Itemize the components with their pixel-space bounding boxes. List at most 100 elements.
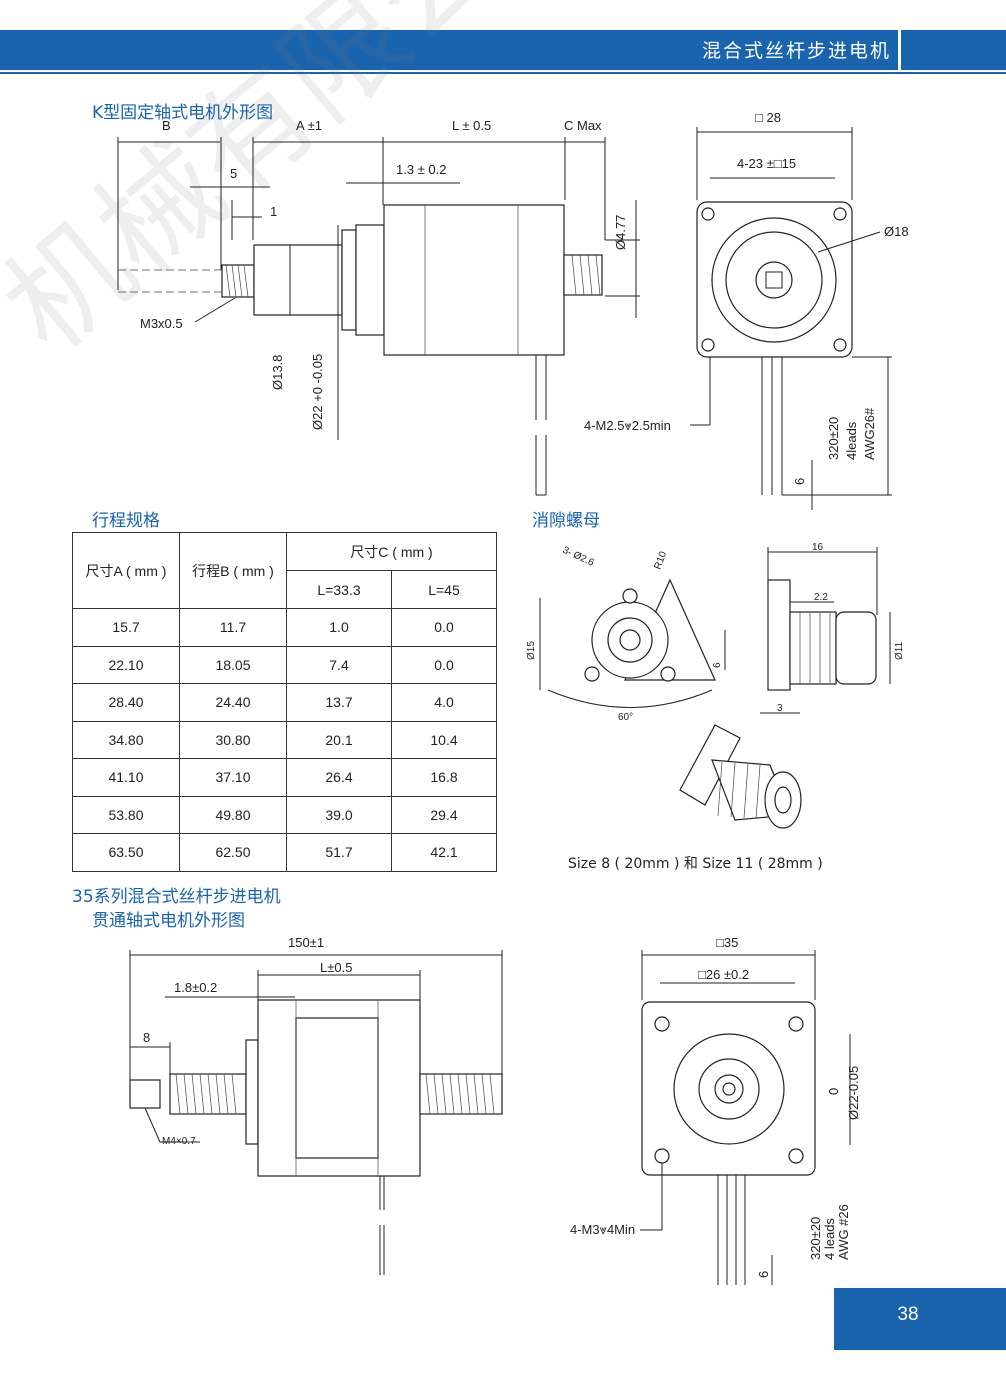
table-cell: 11.7 [179,608,287,647]
table-cell: 20.1 [286,720,392,759]
header-title: 混合式丝杆步进电机 [701,40,891,62]
nut-dim-6: 6 [712,662,723,668]
dim-a: A ±1 [296,118,322,133]
dim-1: 1 [270,204,277,219]
table-cell: 62.50 [179,833,287,872]
k-type-front-view: □ 28 4-23 ±□15 Ø18 4-M2.5⩔2.5min 320±20 … [584,110,909,510]
stroke-spec-table: 尺寸A ( mm ) 行程B ( mm ) 尺寸C ( mm ) L=33.3 … [72,532,497,872]
dim-l: L ± 0.5 [452,118,491,133]
nut-dim-d11: Ø11 [894,641,905,660]
dim-leads-count: 4leads [844,421,859,460]
dim-awg-front: AWG #26 [836,1204,851,1260]
dim-sq15: 4-23 ±□15 [737,156,796,171]
table-cell: 0.0 [391,645,497,684]
table-cell: 13.7 [286,683,392,722]
dim-awg: AWG26# [862,407,877,460]
section-title-stroke-spec: 行程规格 [92,511,160,531]
table-cell: 18.05 [179,645,287,684]
table-cell: 53.80 [72,795,180,834]
nut-dim-r10: R10 [652,550,669,571]
dim-5: 5 [230,166,237,181]
table-cell: 51.7 [286,833,392,872]
dim-sq26: □26 ±0.2 [698,967,749,982]
dim-m2-5: 4-M2.5⩔2.5min [584,418,671,433]
k-type-side-view: B A ±1 L ± 0.5 C Max 5 1 1.3 ± 0.2 Ø4.77… [117,118,640,496]
dim-c: C Max [564,118,602,133]
header-separator [898,30,901,70]
table-cell: 26.4 [286,758,392,797]
page-number: 38 [897,1304,919,1325]
section-title-35-series: 35系列混合式丝杆步进电机 [72,887,281,907]
dim-leads-length-front: 320±20 [808,1217,823,1260]
col-header-c: 尺寸C ( mm ) [286,532,497,571]
nut-side-view: 16 2.2 Ø11 3 [760,542,905,714]
table-cell: 7.4 [286,645,392,684]
dim-6-front: 6 [756,1271,771,1278]
table-cell: 1.0 [286,608,392,647]
page-number-box [834,1288,1006,1350]
col-header-l33: L=33.3 [286,570,392,609]
header-bar [0,30,1006,70]
table-cell: 49.80 [179,795,287,834]
nut-caption: Size 8 ( 20mm ) 和 Size 11 ( 28mm ) [568,856,823,872]
nut-dim-d15: Ø15 [526,641,537,660]
series35-front-view: □35 □26 ±0.2 0 Ø22-0.05 4-M3⩔4Min 6 320±… [570,935,861,1285]
section-title-nut: 消隙螺母 [532,511,600,531]
dim-m4: M4×0.7 [162,1136,196,1147]
table-cell: 41.10 [72,758,180,797]
col-header-l45: L=45 [391,570,497,609]
dim-l-0-5: L±0.5 [320,960,352,975]
nut-dim-3: 3 [777,703,783,714]
table-cell: 29.4 [391,795,497,834]
nut-3d-view [679,724,802,829]
table-cell: 37.10 [179,758,287,797]
dim-6: 6 [792,478,807,485]
dim-8: 8 [143,1030,150,1045]
nut-dim-60: 60° [618,712,633,723]
dim-d22-front: Ø22-0.05 [846,1066,861,1120]
table-cell: 39.0 [286,795,392,834]
dim-leads-count-front: 4 leads [822,1218,837,1260]
dim-b: B [162,118,171,133]
table-cell: 42.1 [391,833,497,872]
table-cell: 10.4 [391,720,497,759]
dim-leads-length: 320±20 [826,417,841,460]
header-underline [0,72,1006,74]
table-cell: 30.80 [179,720,287,759]
nut-dim-2-2: 2.2 [814,592,828,603]
series35-side-view: 150±1 L±0.5 1.8±0.2 8 M4×0.7 [129,935,503,1275]
table-cell: 28.40 [72,683,180,722]
table-cell: 15.7 [72,608,180,647]
table-cell: 0.0 [391,608,497,647]
nut-dim-3-d26: 3- Ø2.6 [561,545,596,569]
dim-1-8: 1.8±0.2 [174,980,217,995]
dim-m3: M3x0.5 [140,316,183,331]
nut-front-view: Ø15 3- Ø2.6 R10 6 60° [526,545,726,723]
dim-d18: Ø18 [884,224,909,239]
col-header-b: 行程B ( mm ) [179,532,287,609]
dim-1-3: 1.3 ± 0.2 [396,162,447,177]
dim-d13-8: Ø13.8 [270,355,285,390]
dim-d22: Ø22 +0 -0.05 [310,354,325,430]
table-cell: 22.10 [72,645,180,684]
dim-zero: 0 [826,1088,841,1095]
col-header-a: 尺寸A ( mm ) [72,532,180,609]
section-subtitle-through-shaft: 贯通轴式电机外形图 [92,911,245,931]
dim-d477: Ø4.77 [613,215,628,250]
nut-dim-16: 16 [812,542,824,553]
dim-m3-front: 4-M3⩔4Min [570,1222,635,1237]
dim-sq35: □35 [716,935,738,950]
table-cell: 4.0 [391,683,497,722]
dim-150: 150±1 [288,935,324,950]
table-cell: 63.50 [72,833,180,872]
table-cell: 16.8 [391,758,497,797]
